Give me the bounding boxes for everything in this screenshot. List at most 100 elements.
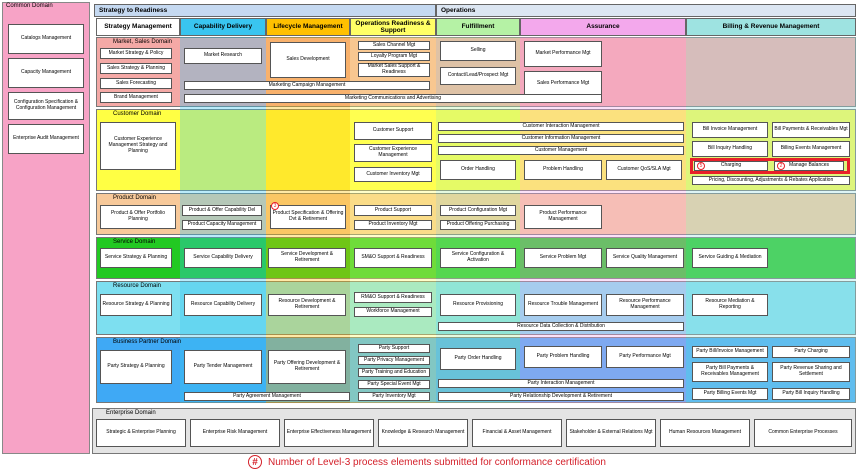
knowledge-research-management[interactable]: Knowledge & Research Management — [378, 419, 468, 447]
market-strategy-policy[interactable]: Market Strategy & Policy — [100, 48, 172, 59]
problem-handling[interactable]: Problem Handling — [524, 160, 602, 180]
party-billing-events-mgt[interactable]: Party Billing Events Mgt — [692, 388, 768, 400]
resource-domain-title: Resource Domain — [113, 283, 162, 289]
party-support[interactable]: Party Support — [358, 344, 430, 353]
service-configuration-activation[interactable]: Service Configuration & Activation — [440, 248, 516, 268]
customer-experience-management[interactable]: Customer Experience Management — [354, 144, 432, 162]
col-fulfillment: Fulfillment — [436, 18, 520, 36]
party-tender-management[interactable]: Party Tender Management — [184, 350, 262, 384]
party-bill-inquiry-handling[interactable]: Party Bill Inquiry Handling — [772, 388, 850, 400]
party-order-handling[interactable]: Party Order Handling — [440, 348, 516, 370]
tint-billing — [686, 37, 856, 403]
bill-invoice-management[interactable]: Bill Invoice Management — [692, 122, 768, 138]
product-specification-offering[interactable]: Product Specification & Offering Dvt & R… — [270, 205, 346, 229]
product-offering-purchasing[interactable]: Product Offering Purchasing — [440, 220, 516, 230]
market-research[interactable]: Market Research — [184, 48, 262, 64]
resource-capability-delivery[interactable]: Resource Capability Delivery — [184, 294, 262, 316]
party-interaction-management[interactable]: Party Interaction Management — [438, 379, 684, 388]
service-quality-management[interactable]: Service Quality Management — [606, 248, 684, 268]
marketing-communications[interactable]: Marketing Communications and Advertising — [184, 94, 602, 103]
common-enterprise-processes[interactable]: Common Enterprise Processes — [754, 419, 852, 447]
party-strategy-planning[interactable]: Party Strategy & Planning — [100, 350, 172, 384]
bill-inquiry-handling[interactable]: Bill Inquiry Handling — [692, 141, 768, 157]
enterprise-audit-management[interactable]: Enterprise Audit Management — [8, 124, 84, 154]
resource-mediation-reporting[interactable]: Resource Mediation & Reporting — [692, 294, 768, 316]
smo-support-readiness[interactable]: SM&O Support & Readiness — [354, 248, 432, 268]
configuration-management[interactable]: Configuration Specification & Configurat… — [8, 92, 84, 120]
sales-channel-mgt[interactable]: Sales Channel Mgt — [358, 41, 430, 50]
resource-strategy-planning[interactable]: Resource Strategy & Planning — [100, 294, 172, 316]
party-performance-mgt[interactable]: Party Performance Mgt — [606, 346, 684, 368]
product-support[interactable]: Product Support — [354, 205, 432, 216]
resource-data-collection[interactable]: Resource Data Collection & Distribution — [438, 322, 684, 331]
service-development-retirement[interactable]: Service Development & Retirement — [268, 248, 346, 268]
customer-experience-strategy[interactable]: Customer Experience Management Strategy … — [100, 122, 176, 170]
party-offering-development[interactable]: Party Offering Development & Retirement — [268, 350, 346, 384]
common-domain-title: Common Domain — [6, 3, 53, 9]
party-privacy-management[interactable]: Party Privacy Management — [358, 356, 430, 365]
pricing-discounting[interactable]: Pricing, Discounting, Adjustments & Reba… — [692, 176, 850, 185]
sales-development[interactable]: Sales Development — [270, 42, 346, 78]
product-spec-count-badge: 3 — [271, 202, 279, 210]
brand-management[interactable]: Brand Management — [100, 92, 172, 103]
service-problem-mgt[interactable]: Service Problem Mgt — [524, 248, 602, 268]
billing-events-management[interactable]: Billing Events Management — [772, 141, 850, 157]
selling[interactable]: Selling — [440, 41, 516, 61]
customer-support[interactable]: Customer Support — [354, 122, 432, 140]
party-inventory-mgt[interactable]: Party Inventory Mgt — [358, 392, 430, 401]
customer-inventory-mgt[interactable]: Customer Inventory Mgt — [354, 167, 432, 182]
strategic-enterprise-planning[interactable]: Strategic & Enterprise Planning — [96, 419, 186, 447]
product-offer-capability-del[interactable]: Product & Offer Capability Del — [182, 205, 262, 216]
party-agreement-management[interactable]: Party Agreement Management — [184, 392, 350, 401]
enterprise-effectiveness-management[interactable]: Enterprise Effectiveness Management — [284, 419, 374, 447]
market-performance-mgt[interactable]: Market Performance Mgt — [524, 41, 602, 67]
service-capability-delivery[interactable]: Service Capability Delivery — [184, 248, 262, 268]
col-assurance: Assurance — [520, 18, 686, 36]
service-guiding-mediation[interactable]: Service Guiding & Mediation — [692, 248, 768, 268]
strategy-to-readiness-header: Strategy to Readiness — [94, 4, 436, 17]
workforce-management[interactable]: Workforce Management — [354, 307, 432, 317]
resource-development-retirement[interactable]: Resource Development & Retirement — [268, 294, 346, 316]
party-revenue-sharing[interactable]: Party Revenue Sharing and Settlement — [772, 362, 850, 382]
loyalty-program-mgt[interactable]: Loyalty Program Mgt — [358, 52, 430, 61]
product-configuration-mgt[interactable]: Product Configuration Mgt — [440, 205, 516, 216]
party-bill-payments-receivables[interactable]: Party Bill Payments & Receivables Manage… — [692, 362, 768, 382]
party-bill-invoice-management[interactable]: Party Bill/Invoice Management — [692, 346, 768, 358]
product-performance-management[interactable]: Product Performance Management — [524, 205, 602, 229]
resource-provisioning[interactable]: Resource Provisioning — [440, 294, 516, 316]
charging[interactable]: Charging — [694, 161, 768, 171]
party-relationship-development[interactable]: Party Relationship Development & Retirem… — [438, 392, 684, 401]
party-problem-handling[interactable]: Party Problem Handling — [524, 346, 602, 368]
product-inventory-mgt[interactable]: Product Inventory Mgt — [354, 220, 432, 230]
marketing-campaign-management[interactable]: Marketing Campaign Management — [184, 81, 430, 90]
service-domain-title: Service Domain — [113, 239, 156, 245]
party-special-event-mgt[interactable]: Party Special Event Mgt — [358, 380, 430, 389]
financial-asset-management[interactable]: Financial & Asset Management — [472, 419, 562, 447]
market-sales-support[interactable]: Market Sales Support & Readiness — [358, 63, 430, 77]
customer-information-management[interactable]: Customer Information Management — [438, 134, 684, 143]
stakeholder-external-relations[interactable]: Stakeholder & External Relations Mgt — [566, 419, 656, 447]
highlight-red-box — [690, 158, 850, 174]
service-strategy-planning[interactable]: Service Strategy & Planning — [100, 248, 172, 268]
bill-payments-receivables[interactable]: Bill Payments & Receivables Mgt — [772, 122, 850, 138]
order-handling[interactable]: Order Handling — [440, 160, 516, 180]
contact-lead-prospect-mgt[interactable]: Contact/Lead/Prospect Mgt — [440, 67, 516, 85]
sales-strategy-planning[interactable]: Sales Strategy & Planning — [100, 63, 172, 74]
customer-management[interactable]: Customer Management — [438, 146, 684, 155]
product-offer-portfolio-planning[interactable]: Product & Offer Portfolio Planning — [100, 205, 176, 229]
enterprise-domain-title: Enterprise Domain — [106, 410, 156, 416]
enterprise-risk-management[interactable]: Enterprise Risk Management — [190, 419, 280, 447]
resource-trouble-management[interactable]: Resource Trouble Management — [524, 294, 602, 316]
party-training-education[interactable]: Party Training and Education — [358, 368, 430, 377]
resource-performance-management[interactable]: Resource Performance Management — [606, 294, 684, 316]
customer-qos-sla-mgt[interactable]: Customer QoS/SLA Mgt — [606, 160, 682, 180]
catalogs-management[interactable]: Catalogs Management — [8, 24, 84, 54]
party-charging[interactable]: Party Charging — [772, 346, 850, 358]
customer-interaction-management[interactable]: Customer Interaction Management — [438, 122, 684, 131]
product-capacity-management[interactable]: Product Capacity Management — [182, 220, 262, 230]
rmo-support-readiness[interactable]: RM&O Support & Readiness — [354, 292, 432, 303]
sales-forecasting[interactable]: Sales Forecasting — [100, 78, 172, 89]
human-resources-management[interactable]: Human Resources Management — [660, 419, 750, 447]
manage-balances[interactable]: Manage Balances — [774, 161, 844, 171]
capacity-management[interactable]: Capacity Management — [8, 58, 84, 88]
